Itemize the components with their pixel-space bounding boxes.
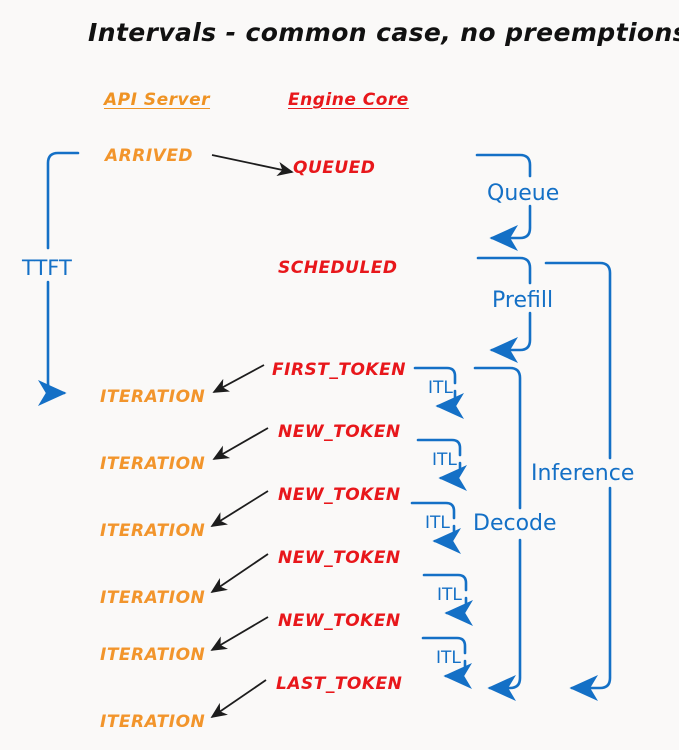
api-state-iteration-6: ITERATION (100, 712, 206, 732)
api-state-iteration-4: ITERATION (100, 588, 206, 608)
api-state-iteration-1: ITERATION (100, 387, 206, 407)
prefill-bracket (476, 256, 532, 363)
column-header-engine-core: Engine Core (288, 90, 409, 110)
engine-state-new-token-1: NEW_TOKEN (278, 422, 401, 442)
inference-bracket (544, 261, 612, 701)
queue-bracket (475, 153, 532, 251)
interval-label-itl-4: ITL (437, 585, 462, 605)
column-header-api-server: API Server (104, 90, 211, 110)
engine-state-first-token: FIRST_TOKEN (272, 360, 406, 380)
ttft-bracket (38, 151, 80, 406)
engine-state-new-token-3: NEW_TOKEN (278, 548, 401, 568)
interval-label-queue: Queue (487, 181, 560, 206)
interval-label-itl-3: ITL (425, 513, 450, 533)
transition-arrows (210, 154, 294, 719)
interval-label-itl-2: ITL (432, 450, 457, 470)
page-title: Intervals - common case, no preemptions (88, 18, 679, 47)
engine-state-new-token-2: NEW_TOKEN (278, 485, 401, 505)
api-state-iteration-5: ITERATION (100, 645, 206, 665)
interval-label-itl-5: ITL (436, 648, 461, 668)
api-state-arrived: ARRIVED (105, 146, 194, 166)
engine-state-last-token: LAST_TOKEN (276, 674, 403, 694)
interval-label-inference: Inference (531, 461, 635, 486)
engine-state-queued: QUEUED (293, 158, 376, 178)
engine-state-new-token-4: NEW_TOKEN (278, 611, 401, 631)
engine-state-scheduled: SCHEDULED (278, 258, 398, 278)
itl-brackets (410, 366, 473, 689)
interval-label-prefill: Prefill (492, 288, 554, 313)
interval-label-itl-1: ITL (428, 378, 453, 398)
interval-label-ttft: TTFT (22, 256, 72, 280)
api-state-iteration-3: ITERATION (100, 521, 206, 541)
api-state-iteration-2: ITERATION (100, 454, 206, 474)
interval-label-decode: Decode (473, 511, 557, 536)
decode-bracket (473, 366, 522, 701)
